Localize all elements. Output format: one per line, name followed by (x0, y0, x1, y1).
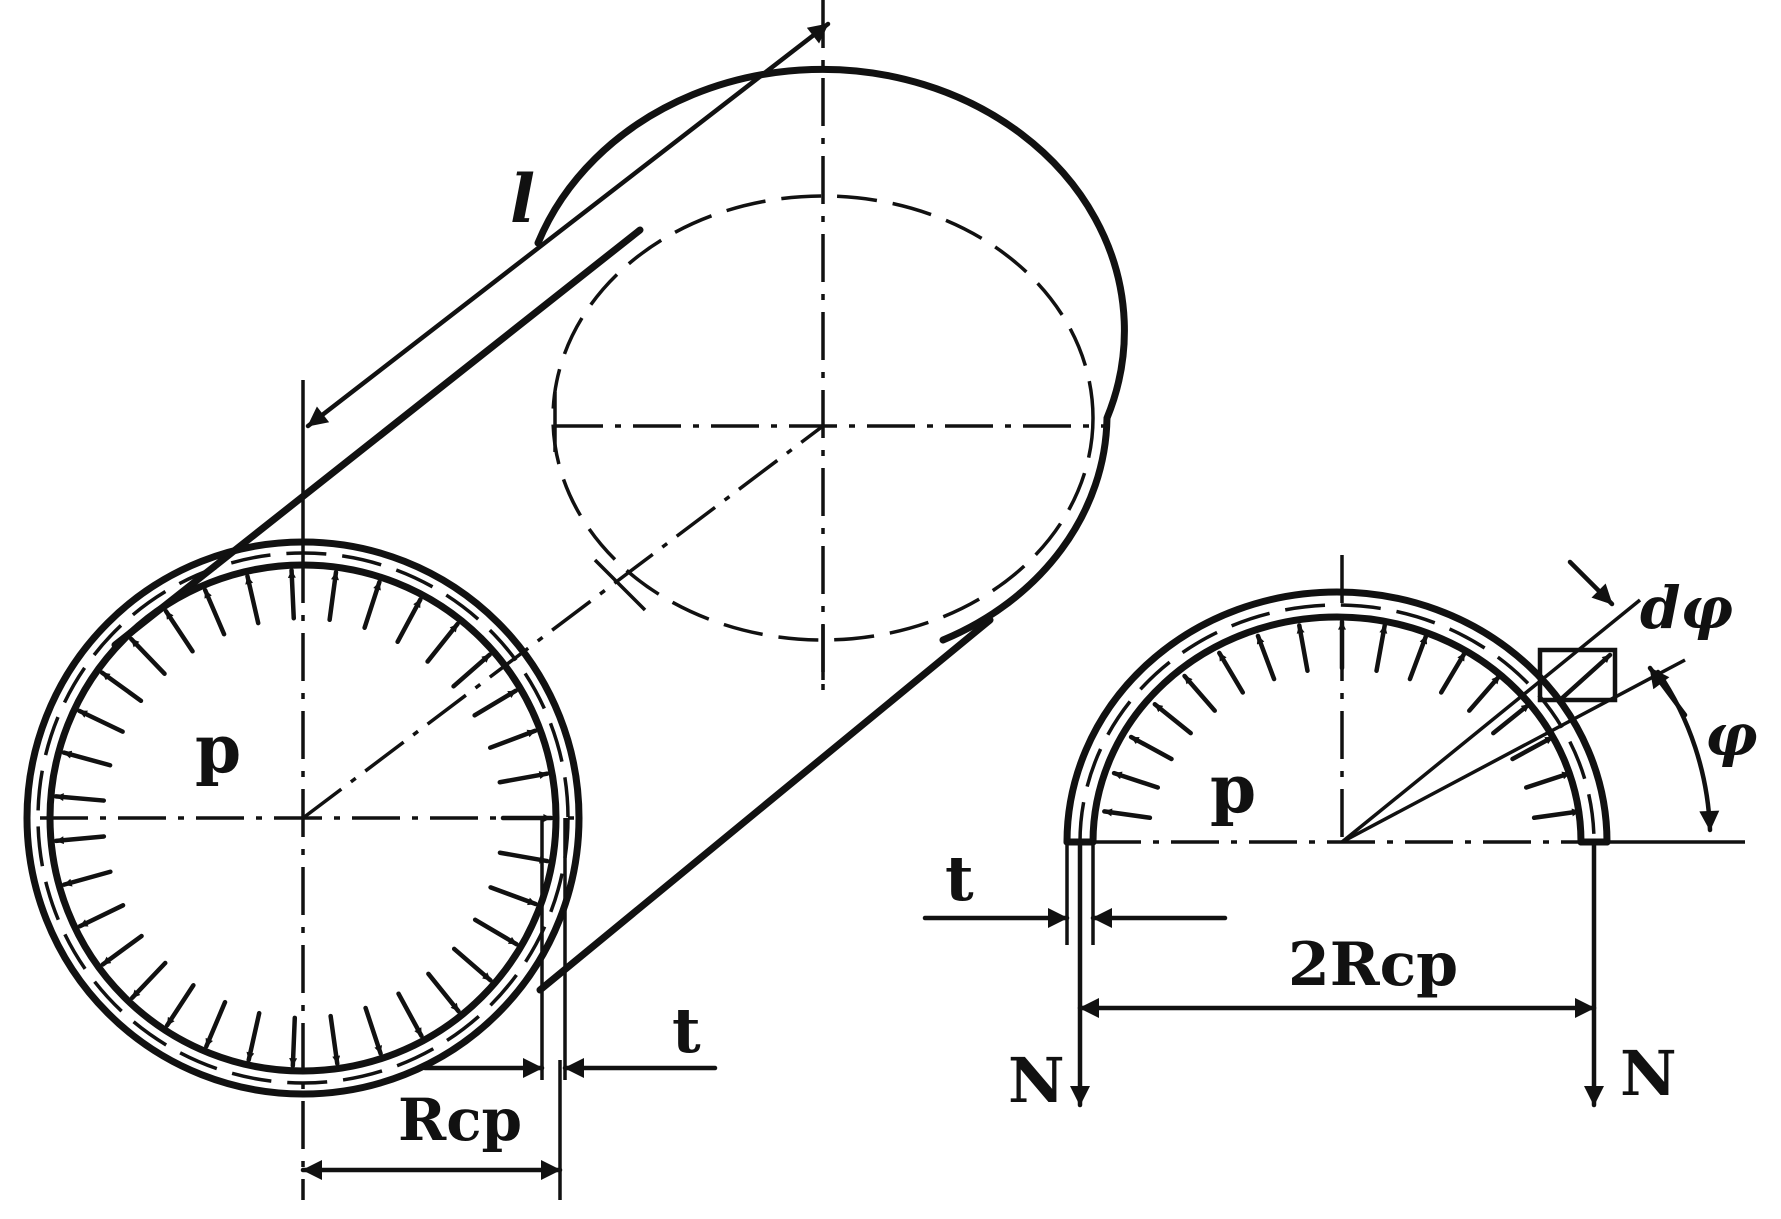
radius-label: Rcp (398, 1086, 522, 1154)
pressure-arrow (488, 885, 538, 907)
half-ring-view: dφ φ t N N 2Rcp p (922, 555, 1757, 1117)
pressure-arrow (1296, 623, 1310, 674)
pressure-arrow (363, 1005, 383, 1056)
pressure-arrow (1182, 673, 1217, 713)
pressure-arrow (53, 793, 107, 803)
pressure-arrows-right (1102, 619, 1582, 821)
pressure-arrow (164, 983, 196, 1028)
phi-label: φ (1705, 701, 1757, 769)
pressure-arrow (1102, 808, 1153, 821)
thickness-label-right: t (945, 842, 974, 915)
pressure-arrow (53, 834, 107, 845)
force-label-right: N (1620, 1037, 1677, 1110)
pressure-arrow (245, 574, 261, 626)
pressure-arrow (1510, 734, 1556, 762)
cylinder-back-face (534, 65, 1128, 644)
pressure-arrow (497, 850, 550, 864)
length-label: l (510, 160, 535, 238)
pressure-arrow (395, 597, 423, 645)
phi-dimension: φ (1655, 669, 1757, 833)
pressure-arrow (61, 750, 113, 768)
pressure-arrow (328, 1013, 341, 1066)
pressure-arrow (99, 670, 144, 704)
half-ring-walls (1063, 588, 1611, 846)
pressure-arrow (472, 688, 519, 718)
pressure-arrow (1111, 770, 1161, 790)
force-arrows: N N (1008, 839, 1677, 1117)
thickness-dimension-right: t (922, 842, 1228, 945)
pressure-arrow (100, 933, 144, 967)
pressure-arrow (289, 1015, 298, 1069)
diameter-label: 2Rcp (1288, 930, 1458, 1000)
element-box (1537, 647, 1618, 703)
pressure-arrow (1523, 770, 1573, 790)
pressure-arrow (487, 728, 538, 750)
pressure-arrow (77, 708, 125, 734)
pressure-label-right: p (1210, 750, 1256, 828)
pressure-arrow (202, 587, 227, 637)
pressure-arrow (77, 903, 126, 929)
thickness-dimension-left: t (422, 818, 718, 1080)
pressure-arrow (425, 621, 460, 664)
pressure-arrow (362, 579, 382, 630)
pressure-arrow (129, 636, 167, 676)
pressure-arrow (1374, 623, 1388, 674)
pressure-arrow (1491, 702, 1532, 736)
length-dimension: l (301, 21, 831, 555)
pressure-arrow (1128, 734, 1174, 762)
pressure-arrow (1531, 808, 1582, 821)
element-radials (1340, 598, 1686, 844)
radius-dimension: Rcp (300, 1060, 563, 1200)
pressure-arrow (1438, 650, 1467, 695)
half-ring-centerlines (1093, 555, 1745, 844)
pressure-arrow (426, 971, 461, 1014)
diameter-dimension: 2Rcp (1077, 930, 1597, 1018)
pressure-arrow (472, 917, 519, 947)
pressure-arrow (246, 1010, 262, 1063)
dphi-label: dφ (1640, 574, 1733, 642)
pressure-arrow (129, 960, 168, 1001)
pressure-arrow (327, 569, 339, 623)
pressure-arrow (1152, 702, 1193, 736)
pressure-arrow (451, 652, 492, 689)
pressure-arrow (1255, 633, 1277, 682)
pressure-arrow (497, 771, 550, 785)
pressure-arrow (1467, 673, 1502, 713)
force-label-left: N (1008, 1044, 1065, 1117)
thickness-label-left: t (672, 994, 701, 1067)
cylinder-bottom-generator (536, 616, 994, 994)
pressure-label-left: p (195, 710, 241, 788)
pressure-arrow (1407, 633, 1429, 682)
pressure-arrow (163, 609, 195, 654)
pressure-arrow (204, 999, 228, 1049)
pressure-arrow (396, 991, 424, 1039)
pressure-arrow (61, 869, 113, 887)
pressure-arrow (1217, 650, 1246, 695)
pressure-arrow (451, 946, 493, 983)
pressure-arrow (287, 568, 297, 621)
cylinder-view: l p t Rcp (23, 0, 1128, 1200)
